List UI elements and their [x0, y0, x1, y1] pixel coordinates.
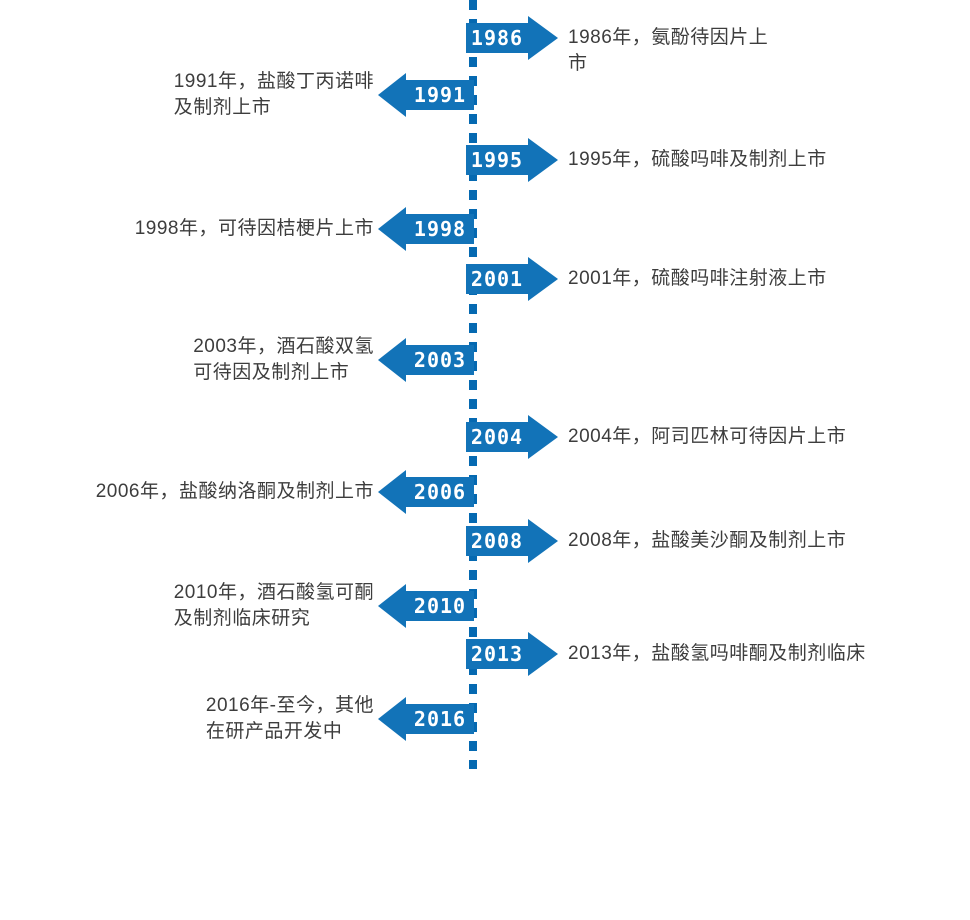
event-description: 2001年，硫酸吗啡注射液上市: [568, 268, 827, 289]
event-description: 2008年，盐酸美沙酮及制剂上市: [568, 530, 847, 551]
year-arrow-right: 1986: [466, 16, 558, 60]
arrow-head-left-icon: [378, 73, 406, 117]
year-arrow-body: 1991: [406, 80, 474, 110]
event-description: 1986年，氨酚待因片上 市: [568, 27, 769, 74]
year-arrow-right: 1995: [466, 138, 558, 182]
arrow-head-left-icon: [378, 338, 406, 382]
year-arrow-left: 2006: [378, 470, 474, 514]
year-label: 2013: [470, 642, 524, 666]
year-arrow-right: 2008: [466, 519, 558, 563]
arrow-head-left-icon: [378, 697, 406, 741]
year-label: 2016: [413, 707, 467, 731]
year-arrow-body: 2010: [406, 591, 474, 621]
year-arrow-left: 1998: [378, 207, 474, 251]
year-label: 1995: [470, 148, 524, 172]
year-arrow-right: 2013: [466, 632, 558, 676]
year-arrow-body: 2016: [406, 704, 474, 734]
year-arrow-right: 2004: [466, 415, 558, 459]
year-arrow-body: 1986: [466, 23, 528, 53]
year-label: 2004: [470, 425, 524, 449]
event-description: 1991年，盐酸丁丙诺啡 及制剂上市: [173, 71, 374, 118]
event-description: 2010年，酒石酸氢可酮 及制剂临床研究: [173, 582, 374, 629]
year-arrow-body: 2003: [406, 345, 474, 375]
year-arrow-body: 2008: [466, 526, 528, 556]
year-label: 2001: [470, 267, 524, 291]
event-description: 2006年，盐酸纳洛酮及制剂上市: [95, 481, 374, 502]
year-label: 2010: [413, 594, 467, 618]
year-arrow-left: 2010: [378, 584, 474, 628]
year-label: 2008: [470, 529, 524, 553]
event-description: 2016年-至今，其他 在研产品开发中: [205, 695, 374, 742]
year-label: 2006: [413, 480, 467, 504]
event-description: 1998年，可待因桔梗片上市: [134, 218, 374, 239]
arrow-head-left-icon: [378, 470, 406, 514]
year-arrow-body: 1995: [466, 145, 528, 175]
year-arrow-body: 2001: [466, 264, 528, 294]
year-arrow-right: 2001: [466, 257, 558, 301]
timeline-axis: [469, 0, 477, 769]
year-arrow-body: 2004: [466, 422, 528, 452]
arrow-head-left-icon: [378, 584, 406, 628]
arrow-head-right-icon: [528, 415, 558, 459]
year-arrow-body: 2006: [406, 477, 474, 507]
year-label: 1991: [413, 83, 467, 107]
year-label: 1986: [470, 26, 524, 50]
year-arrow-left: 1991: [378, 73, 474, 117]
year-arrow-body: 1998: [406, 214, 474, 244]
arrow-head-right-icon: [528, 519, 558, 563]
year-label: 1998: [413, 217, 467, 241]
arrow-head-left-icon: [378, 207, 406, 251]
year-arrow-body: 2013: [466, 639, 528, 669]
event-description: 2004年，阿司匹林可待因片上市: [568, 426, 847, 447]
event-description: 1995年，硫酸吗啡及制剂上市: [568, 149, 827, 170]
event-description: 2013年，盐酸氢吗啡酮及制剂临床: [568, 643, 866, 664]
year-arrow-left: 2016: [378, 697, 474, 741]
arrow-head-right-icon: [528, 257, 558, 301]
year-arrow-left: 2003: [378, 338, 474, 382]
arrow-head-right-icon: [528, 632, 558, 676]
event-description: 2003年，酒石酸双氢 可待因及制剂上市: [193, 336, 374, 383]
year-label: 2003: [413, 348, 467, 372]
arrow-head-right-icon: [528, 138, 558, 182]
arrow-head-right-icon: [528, 16, 558, 60]
